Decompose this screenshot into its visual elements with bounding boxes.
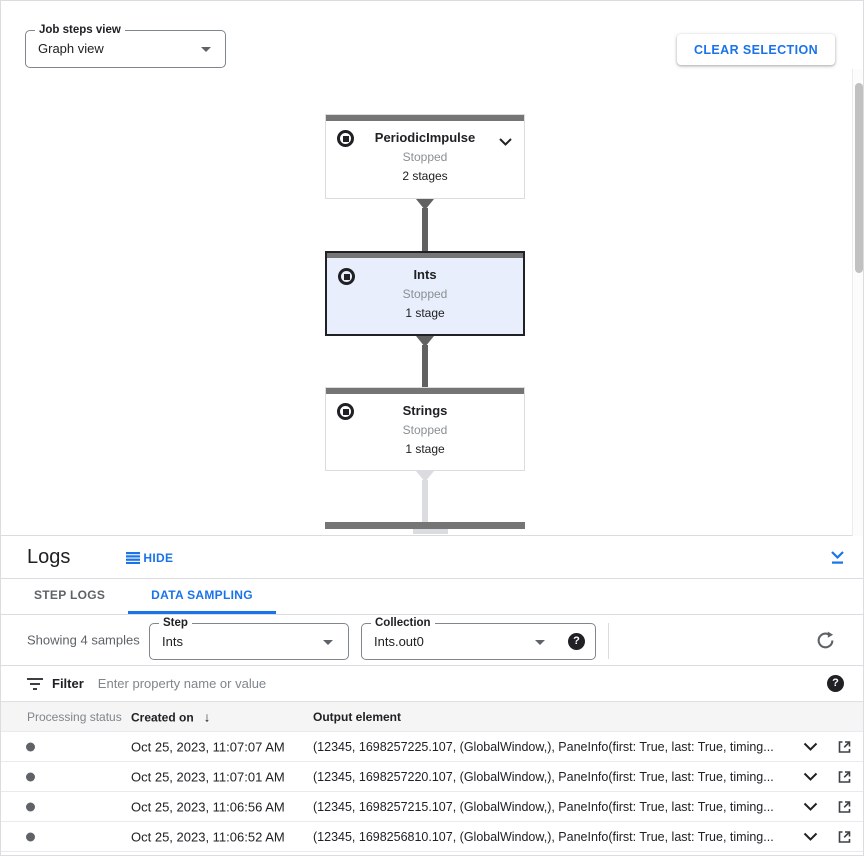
node-status: Stopped	[402, 423, 448, 437]
edge-arrowhead	[416, 199, 434, 210]
expand-row-button[interactable]	[803, 802, 818, 811]
node-stages: 2 stages	[402, 169, 448, 183]
sample-count-text: Showing 4 samples	[27, 632, 140, 648]
column-header-output-element: Output element	[313, 709, 402, 724]
dropdown-caret-icon	[201, 47, 211, 52]
created-on-cell: Oct 25, 2023, 11:07:01 AM	[131, 769, 285, 784]
expand-row-button[interactable]	[803, 832, 818, 841]
tab-data-sampling[interactable]: DATA SAMPLING	[128, 579, 276, 614]
graph-node-strings[interactable]: Strings Stopped 1 stage	[325, 387, 525, 471]
filter-label: Filter	[52, 676, 84, 691]
node-title: Strings	[402, 403, 448, 418]
output-element-cell: (12345, 1698256810.107, (GlobalWindow,),…	[313, 829, 774, 844]
open-in-new-button[interactable]	[838, 740, 851, 753]
edge-line	[422, 345, 428, 387]
table-row[interactable]: Oct 25, 2023, 11:07:07 AM (12345, 169825…	[1, 732, 863, 762]
dropdown-caret-icon	[535, 640, 545, 645]
graph-scrollbar-thumb[interactable]	[854, 83, 863, 273]
filter-help-icon[interactable]: ?	[827, 675, 844, 692]
created-on-cell: Oct 25, 2023, 11:06:56 AM	[131, 799, 285, 814]
graph-scrollbar[interactable]	[852, 69, 863, 536]
node-top-bar	[327, 253, 523, 258]
graph-node-periodicimpulse[interactable]: PeriodicImpulse Stopped 2 stages	[325, 114, 525, 199]
edge-arrowhead	[416, 336, 434, 347]
node-status: Stopped	[402, 287, 448, 301]
collection-help-icon[interactable]: ?	[568, 633, 585, 650]
table-row[interactable]: Oct 25, 2023, 11:07:01 AM (12345, 169825…	[1, 762, 863, 792]
job-steps-view-label: Job steps view	[35, 23, 125, 37]
edge-line	[422, 208, 428, 251]
column-header-created-on[interactable]: Created on↓	[131, 709, 211, 724]
node-title: PeriodicImpulse	[374, 130, 476, 145]
column-header-processing-status: Processing status	[27, 709, 122, 724]
stopped-status-icon	[338, 268, 355, 285]
step-select[interactable]: Step Ints	[149, 616, 349, 660]
processing-status-dot	[26, 832, 35, 841]
processing-status-dot	[26, 772, 35, 781]
stopped-status-icon	[337, 130, 354, 147]
vertical-divider	[608, 623, 609, 659]
step-select-label: Step	[159, 616, 192, 630]
expand-row-button[interactable]	[803, 742, 818, 751]
collection-select-value: Ints.out0	[374, 634, 424, 649]
collection-select[interactable]: Collection Ints.out0 ?	[361, 616, 596, 660]
processing-status-dot	[26, 742, 35, 751]
expand-node-icon[interactable]	[499, 133, 512, 151]
refresh-samples-button[interactable]	[811, 626, 839, 654]
node-top-bar	[326, 388, 524, 394]
graph-node-clipped[interactable]	[325, 522, 525, 529]
filter-row: Filter ?	[1, 666, 863, 702]
samples-table-header: Processing status Created on↓ Output ele…	[1, 702, 863, 732]
created-on-cell: Oct 25, 2023, 11:06:52 AM	[131, 829, 285, 844]
graph-node-clipped-handle	[413, 529, 448, 534]
node-stages: 1 stage	[405, 442, 445, 456]
table-row[interactable]: Oct 25, 2023, 11:06:56 AM (12345, 169825…	[1, 792, 863, 822]
collapse-panel-button[interactable]	[830, 550, 845, 565]
logs-panel: Logs HIDE STEP LOGS DATA SAMPLING Showin…	[1, 537, 863, 855]
node-status: Stopped	[402, 150, 448, 164]
hide-logs-button[interactable]: HIDE	[126, 551, 173, 565]
output-element-cell: (12345, 1698257215.107, (GlobalWindow,),…	[313, 799, 774, 814]
collection-select-label: Collection	[371, 616, 435, 630]
refresh-icon	[817, 631, 833, 648]
filter-icon	[27, 677, 43, 690]
sampling-controls-row: Showing 4 samples Step Ints Collection I…	[1, 615, 863, 666]
hide-lines-icon	[126, 551, 141, 564]
node-stages: 1 stage	[405, 306, 445, 320]
dropdown-caret-icon	[323, 640, 333, 645]
logs-tabs: STEP LOGS DATA SAMPLING	[1, 579, 863, 615]
sort-descending-icon: ↓	[203, 709, 211, 724]
job-steps-view-select[interactable]: Job steps view Graph view	[25, 23, 226, 68]
edge-line	[422, 480, 428, 522]
edge-arrowhead	[416, 471, 434, 482]
open-in-new-button[interactable]	[838, 770, 851, 783]
clear-selection-button[interactable]: CLEAR SELECTION	[676, 34, 835, 65]
logs-panel-title: Logs	[27, 546, 71, 568]
processing-status-dot	[26, 802, 35, 811]
table-row[interactable]: Oct 25, 2023, 11:06:52 AM (12345, 169825…	[1, 822, 863, 852]
node-top-bar	[326, 115, 524, 121]
hide-logs-label: HIDE	[143, 550, 174, 565]
job-steps-view-value: Graph view	[38, 41, 104, 56]
logs-panel-header: Logs HIDE	[1, 537, 863, 579]
node-title: Ints	[413, 267, 437, 282]
stopped-status-icon	[337, 403, 354, 420]
output-element-cell: (12345, 1698257220.107, (GlobalWindow,),…	[313, 769, 774, 784]
collapse-chevron-icon	[830, 550, 845, 565]
graph-node-ints[interactable]: Ints Stopped 1 stage	[325, 251, 525, 336]
tab-step-logs[interactable]: STEP LOGS	[34, 588, 106, 602]
expand-row-button[interactable]	[803, 772, 818, 781]
created-on-cell: Oct 25, 2023, 11:07:07 AM	[131, 739, 285, 754]
step-select-value: Ints	[162, 634, 183, 649]
open-in-new-button[interactable]	[838, 800, 851, 813]
output-element-cell: (12345, 1698257225.107, (GlobalWindow,),…	[313, 739, 774, 754]
job-graph-section: Job steps view Graph view CLEAR SELECTIO…	[1, 1, 863, 536]
filter-input[interactable]	[97, 676, 827, 691]
open-in-new-button[interactable]	[838, 830, 851, 843]
